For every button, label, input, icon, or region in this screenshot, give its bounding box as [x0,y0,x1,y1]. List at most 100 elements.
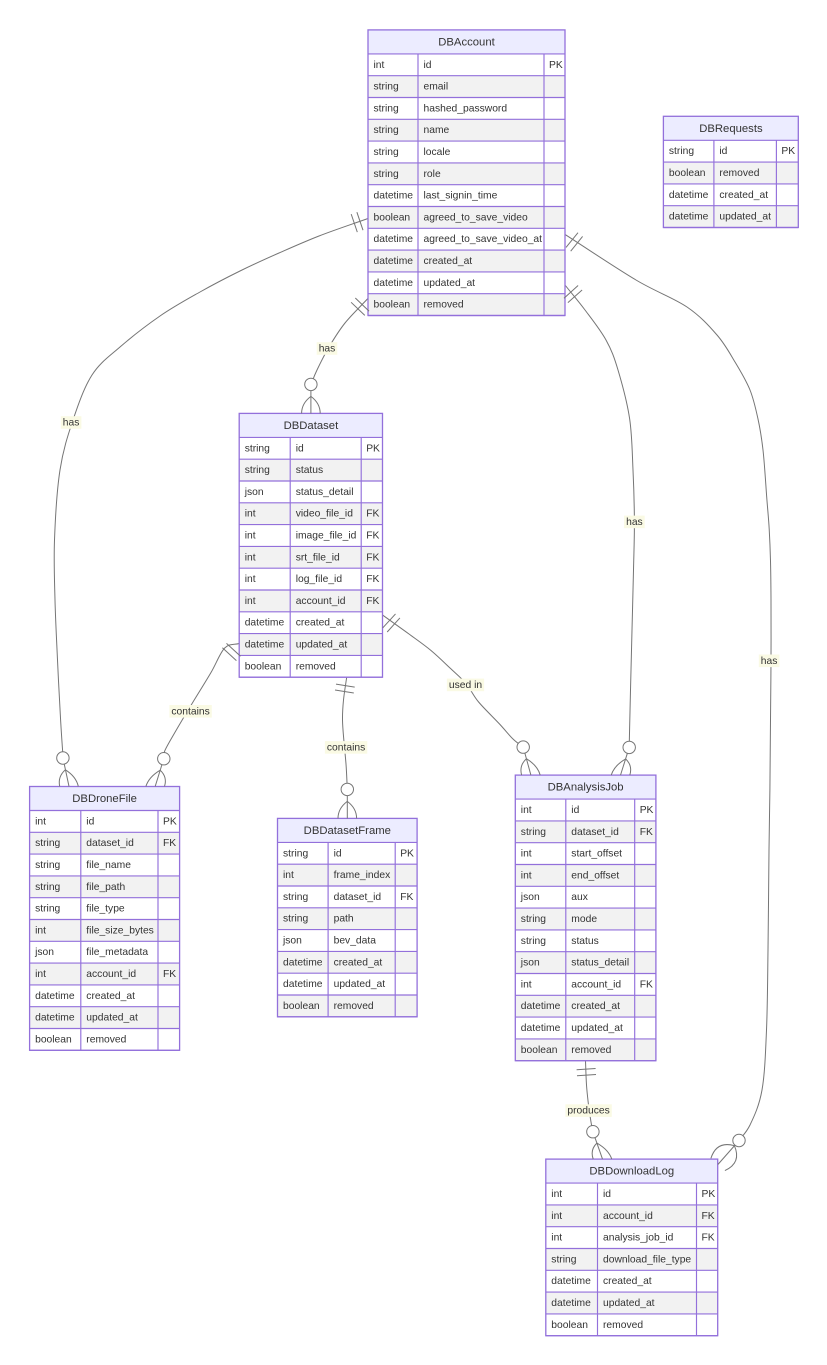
svg-text:string: string [669,146,694,157]
svg-text:string: string [283,914,308,925]
svg-text:account_id: account_id [603,1211,653,1222]
svg-text:FK: FK [366,531,379,542]
svg-text:status_detail: status_detail [571,958,629,969]
svg-text:created_at: created_at [86,991,135,1002]
svg-text:removed: removed [424,300,464,311]
svg-text:status: status [571,936,598,947]
svg-text:removed: removed [603,1320,643,1331]
svg-text:int: int [551,1233,562,1244]
svg-text:mode: mode [571,914,597,925]
svg-text:datetime: datetime [35,1013,75,1024]
svg-text:FK: FK [163,838,176,849]
svg-text:id: id [424,60,432,71]
svg-text:boolean: boolean [35,1034,72,1045]
svg-text:string: string [374,82,399,93]
svg-text:PK: PK [549,60,563,71]
svg-text:datetime: datetime [374,256,414,267]
svg-text:boolean: boolean [551,1320,588,1331]
svg-text:datetime: datetime [374,191,414,202]
svg-text:has: has [319,344,336,355]
svg-text:string: string [245,443,270,454]
svg-text:id: id [571,805,579,816]
svg-text:bev_data: bev_data [334,936,377,947]
svg-text:updated_at: updated_at [86,1013,138,1024]
svg-text:string: string [283,848,308,859]
svg-text:dataset_id: dataset_id [571,827,619,838]
svg-text:DBDownloadLog: DBDownloadLog [589,1166,674,1178]
svg-text:datetime: datetime [35,991,75,1002]
svg-text:file_metadata: file_metadata [86,947,148,958]
svg-text:boolean: boolean [283,1001,320,1012]
svg-text:start_offset: start_offset [571,849,622,860]
svg-text:DBDatasetFrame: DBDatasetFrame [304,825,391,837]
svg-text:datetime: datetime [521,1023,561,1034]
svg-text:aux: aux [571,892,588,903]
svg-text:int: int [35,816,46,827]
svg-text:int: int [521,805,532,816]
svg-text:path: path [334,914,354,925]
svg-text:created_at: created_at [571,1001,620,1012]
svg-text:datetime: datetime [283,979,323,990]
svg-text:FK: FK [366,552,379,563]
svg-text:dataset_id: dataset_id [86,838,134,849]
svg-text:removed: removed [86,1034,126,1045]
svg-text:created_at: created_at [719,190,768,201]
svg-text:datetime: datetime [245,640,285,651]
svg-text:created_at: created_at [603,1276,652,1287]
svg-text:status_detail: status_detail [296,487,354,498]
svg-text:updated_at: updated_at [334,979,386,990]
svg-text:removed: removed [719,168,759,179]
svg-text:id: id [334,848,342,859]
svg-text:status: status [296,465,323,476]
svg-text:boolean: boolean [521,1045,558,1056]
svg-text:PK: PK [781,146,795,157]
svg-text:int: int [521,979,532,990]
svg-text:last_signin_time: last_signin_time [424,191,498,202]
svg-text:has: has [626,517,643,528]
svg-text:removed: removed [296,661,336,672]
svg-text:json: json [520,958,540,969]
svg-text:string: string [35,860,60,871]
svg-text:PK: PK [163,816,177,827]
svg-text:int: int [283,870,294,881]
svg-text:file_path: file_path [86,882,125,893]
svg-text:FK: FK [640,979,653,990]
svg-text:contains: contains [171,706,209,717]
svg-text:PK: PK [366,443,380,454]
svg-text:json: json [34,947,54,958]
svg-text:hashed_password: hashed_password [424,103,508,114]
svg-text:string: string [35,838,60,849]
svg-text:datetime: datetime [374,234,414,245]
svg-text:DBRequests: DBRequests [699,123,763,135]
svg-text:video_file_id: video_file_id [296,509,354,520]
svg-text:FK: FK [366,509,379,520]
svg-text:string: string [521,936,546,947]
svg-text:boolean: boolean [374,300,411,311]
svg-text:agreed_to_save_video_at: agreed_to_save_video_at [424,234,543,245]
svg-text:account_id: account_id [296,596,346,607]
svg-text:removed: removed [334,1001,374,1012]
svg-text:file_type: file_type [86,904,125,915]
svg-text:locale: locale [424,147,451,158]
svg-text:used in: used in [449,680,482,691]
svg-text:string: string [521,914,546,925]
svg-text:srt_file_id: srt_file_id [296,552,340,563]
svg-text:string: string [245,465,270,476]
svg-text:DBDroneFile: DBDroneFile [72,793,137,805]
svg-text:int: int [35,925,46,936]
svg-text:updated_at: updated_at [719,212,771,223]
svg-text:DBAccount: DBAccount [438,36,495,48]
svg-text:email: email [424,82,449,93]
svg-text:FK: FK [366,574,379,585]
svg-text:string: string [35,882,60,893]
svg-text:boolean: boolean [669,168,706,179]
svg-text:download_file_type: download_file_type [603,1254,691,1265]
svg-text:int: int [245,531,256,542]
svg-text:file_size_bytes: file_size_bytes [86,925,154,936]
svg-text:removed: removed [571,1045,611,1056]
svg-text:string: string [374,125,399,136]
svg-text:id: id [86,816,94,827]
svg-text:end_offset: end_offset [571,870,619,881]
svg-text:has: has [761,656,778,667]
svg-text:frame_index: frame_index [334,870,392,881]
